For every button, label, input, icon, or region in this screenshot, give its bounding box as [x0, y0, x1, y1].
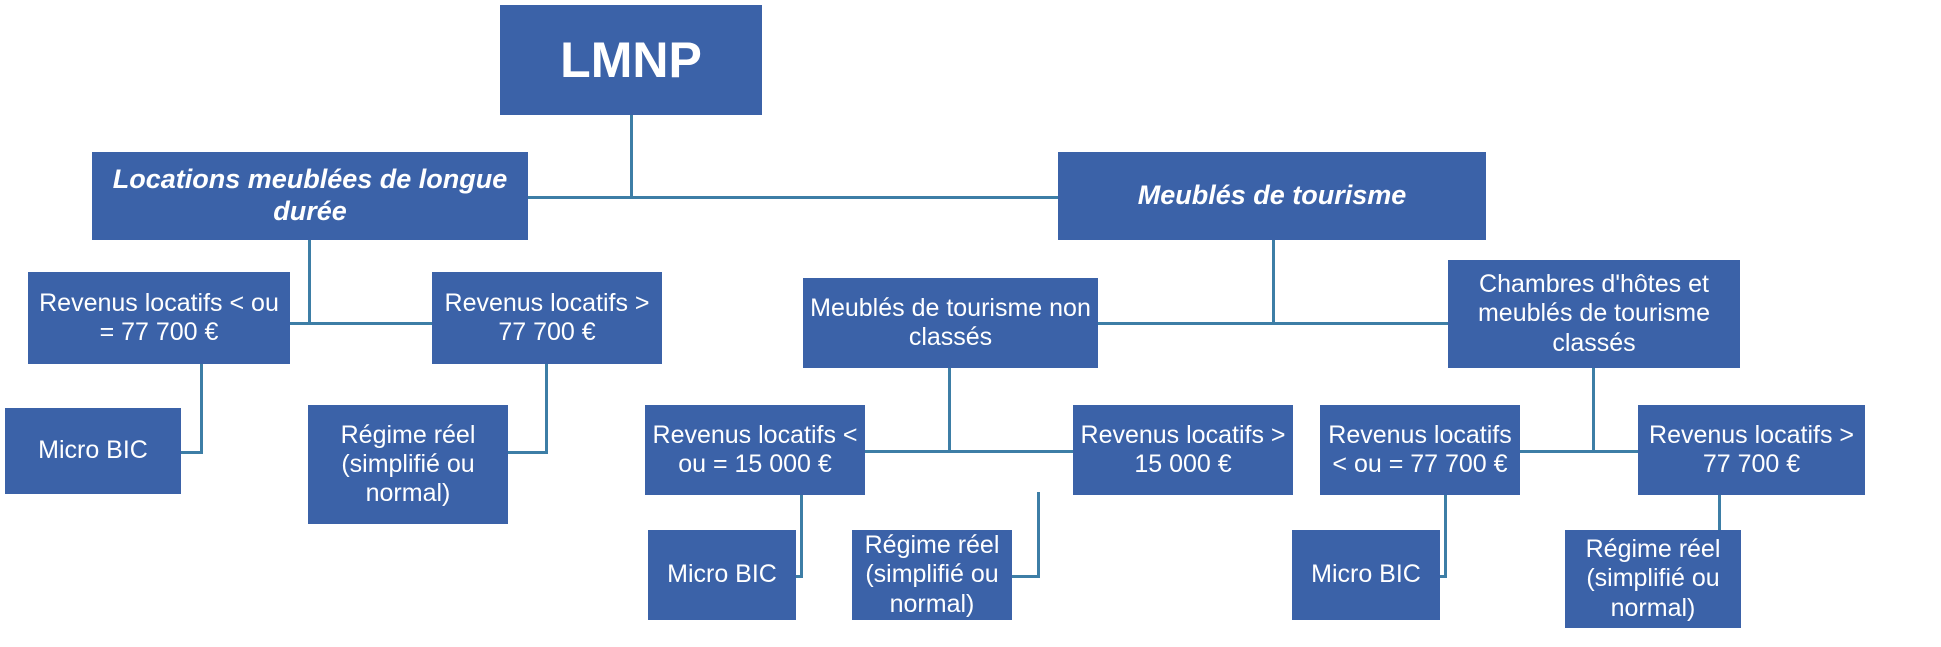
connector-classified-bus: [1518, 450, 1638, 453]
connector-lt-low-elbow: [180, 451, 203, 454]
connector-level2-bus: [526, 196, 1060, 199]
connector-classified-down: [1592, 367, 1595, 452]
connector-long-term-down: [308, 240, 311, 324]
node-cls-revenus-inferieur-77700[interactable]: Revenus locatifs < ou = 77 700 €: [1320, 405, 1520, 495]
node-locations-meublees-longue-duree-label: Locations meublées de longue durée: [112, 164, 508, 226]
connector-root-down: [630, 114, 633, 198]
node-unc-micro-bic[interactable]: Micro BIC: [648, 530, 796, 620]
node-meubles-de-tourisme[interactable]: Meublés de tourisme: [1058, 152, 1486, 240]
connector-unc-high-down: [1037, 492, 1040, 578]
node-lt-revenus-inferieur-77700-label: Revenus locatifs < ou = 77 700 €: [39, 288, 279, 346]
connector-unc-high-elbow: [1010, 575, 1040, 578]
node-lt-micro-bic[interactable]: Micro BIC: [5, 408, 181, 494]
node-unc-revenus-superieur-15000[interactable]: Revenus locatifs > 15 000 €: [1073, 405, 1293, 495]
connector-lt-high-elbow: [506, 451, 548, 454]
connector-unc-low-down: [800, 492, 803, 578]
node-unc-revenus-inferieur-15000-label: Revenus locatifs < ou = 15 000 €: [652, 420, 858, 478]
node-lt-regime-reel[interactable]: Régime réel (simplifié ou normal): [308, 405, 508, 524]
node-unc-revenus-superieur-15000-label: Revenus locatifs > 15 000 €: [1080, 420, 1286, 478]
node-lmnp-root-label: LMNP: [560, 31, 702, 88]
node-lt-micro-bic-label: Micro BIC: [38, 436, 148, 465]
node-unc-micro-bic-label: Micro BIC: [667, 560, 777, 589]
node-cls-regime-reel[interactable]: Régime réel (simplifié ou normal): [1565, 530, 1741, 628]
node-lt-regime-reel-label: Régime réel (simplifié ou normal): [340, 420, 476, 508]
connector-lt-high-down: [545, 364, 548, 454]
connector-cls-low-down: [1444, 492, 1447, 578]
node-meubles-de-tourisme-label: Meublés de tourisme: [1137, 180, 1407, 211]
connector-unclassified-down: [948, 367, 951, 452]
node-cls-micro-bic[interactable]: Micro BIC: [1292, 530, 1440, 620]
node-meubles-tourisme-non-classes[interactable]: Meublés de tourisme non classés: [803, 278, 1098, 368]
node-chambres-hotes-meubles-classes-label: Chambres d'hôtes et meublés de tourisme …: [1477, 270, 1711, 357]
connector-tourism-bus: [1094, 322, 1452, 325]
connector-unclassified-bus: [862, 450, 1076, 453]
node-lmnp-root[interactable]: LMNP: [500, 5, 762, 115]
node-lt-revenus-superieur-77700-label: Revenus locatifs > 77 700 €: [444, 288, 650, 346]
node-unc-regime-reel-label: Régime réel (simplifié ou normal): [864, 531, 1000, 618]
node-cls-micro-bic-label: Micro BIC: [1311, 560, 1421, 589]
node-cls-revenus-inferieur-77700-label: Revenus locatifs < ou = 77 700 €: [1328, 420, 1512, 478]
node-unc-revenus-inferieur-15000[interactable]: Revenus locatifs < ou = 15 000 €: [645, 405, 865, 495]
connector-tourism-down: [1272, 240, 1275, 324]
node-meubles-tourisme-non-classes-label: Meublés de tourisme non classés: [810, 293, 1091, 351]
connector-lt-low-down: [200, 364, 203, 454]
node-lt-revenus-inferieur-77700[interactable]: Revenus locatifs < ou = 77 700 €: [28, 272, 290, 364]
node-chambres-hotes-meubles-classes[interactable]: Chambres d'hôtes et meublés de tourisme …: [1448, 260, 1740, 368]
node-cls-revenus-superieur-77700-label: Revenus locatifs > 77 700 €: [1649, 420, 1854, 478]
node-cls-revenus-superieur-77700[interactable]: Revenus locatifs > 77 700 €: [1638, 405, 1865, 495]
node-unc-regime-reel[interactable]: Régime réel (simplifié ou normal): [852, 530, 1012, 620]
connector-long-term-bus: [288, 322, 434, 325]
node-cls-regime-reel-label: Régime réel (simplifié ou normal): [1585, 535, 1721, 622]
node-lt-revenus-superieur-77700[interactable]: Revenus locatifs > 77 700 €: [432, 272, 662, 364]
node-locations-meublees-longue-duree[interactable]: Locations meublées de longue durée: [92, 152, 528, 240]
